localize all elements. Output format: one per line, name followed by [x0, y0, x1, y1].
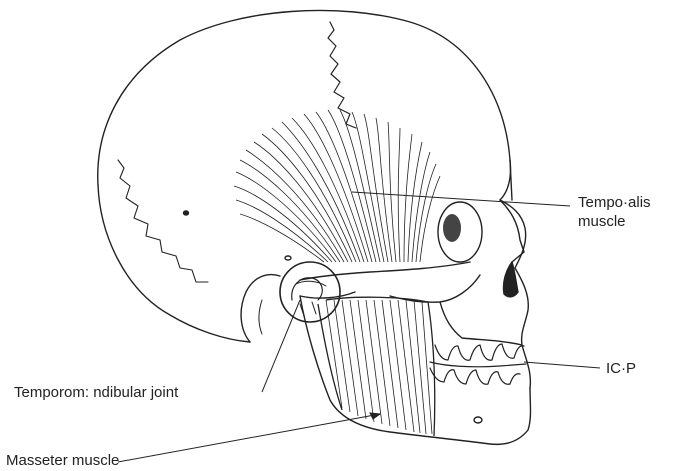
- masseter-label: Masseter muscle: [6, 452, 119, 469]
- ear-foramen: [285, 256, 291, 260]
- lower-teeth: [430, 368, 520, 384]
- icp-leader: [524, 362, 600, 368]
- mastoid-process: [241, 275, 280, 342]
- temporalis-muscle: [234, 110, 440, 262]
- zygomatic-arch: [300, 262, 470, 280]
- occipital-outline: [98, 185, 250, 342]
- cranium-outline: [98, 10, 512, 200]
- temporal-foramen: [184, 211, 189, 215]
- temporalis-label-line2: muscle: [578, 213, 626, 230]
- tmj-leader: [262, 300, 300, 392]
- icp-label: IC·P: [606, 360, 636, 377]
- masseter-leader-arrowhead: [370, 413, 380, 419]
- tmj-label: Temporom: ndibular joint: [14, 384, 178, 401]
- maxilla-outline: [440, 302, 522, 345]
- temporalis-label-line1: Tempo·alis: [578, 194, 651, 211]
- tmj-circle: [280, 262, 340, 322]
- mental-foramen: [474, 417, 482, 423]
- lambdoid-suture: [118, 160, 208, 282]
- styloid-process: [259, 300, 262, 334]
- masseter-leader: [118, 414, 380, 462]
- orbit-inner-shadow: [443, 214, 461, 242]
- upper-teeth: [430, 344, 526, 367]
